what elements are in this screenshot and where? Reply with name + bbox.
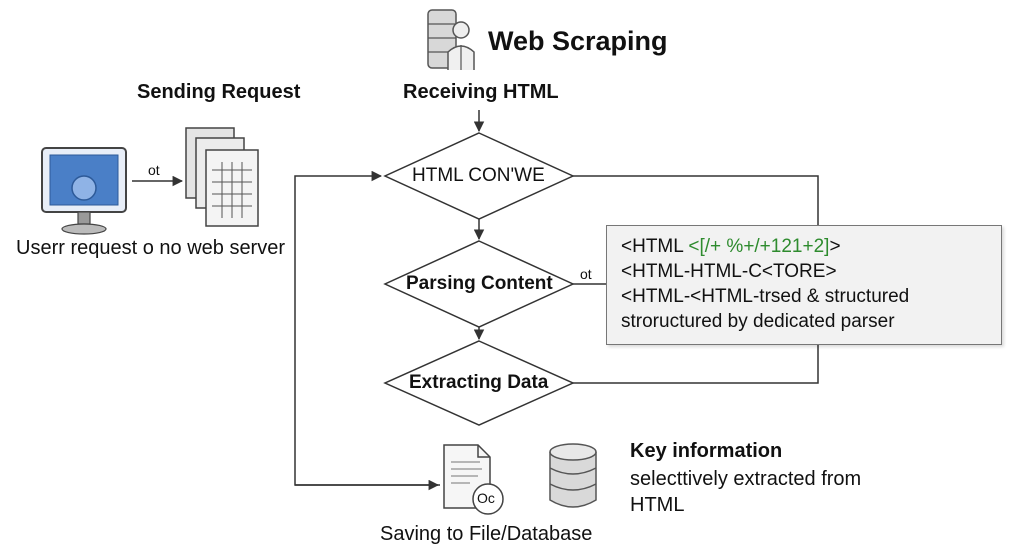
code-line-1-green: <[/+ %+/+121+2] — [688, 236, 830, 257]
database-icon — [549, 443, 597, 508]
document-icon-text: Oc — [477, 490, 495, 506]
node-extracting-label: Extracting Data — [409, 372, 549, 393]
node-parsing-label: Parsing Content — [406, 273, 553, 294]
server-rack-icon — [185, 127, 259, 227]
document-icon — [443, 444, 504, 515]
key-info-title: Key information — [630, 440, 783, 462]
code-line-1-prefix: <HTML — [621, 236, 689, 257]
monitor-icon — [41, 147, 127, 235]
server-person-icon — [427, 9, 475, 70]
arrow-tag-mid: ot — [580, 266, 592, 282]
node-extracting — [383, 340, 575, 426]
key-info-line-1: selecttively extracted from — [630, 468, 862, 490]
code-line-2: <HTML-HTML-C<TORE> — [621, 261, 837, 282]
label-sending-request: Sending Request — [137, 81, 301, 103]
label-user-request: Userr request o no web server — [16, 237, 286, 259]
right-line-bottom — [573, 343, 819, 384]
diagram-title: Web Scraping — [488, 26, 668, 56]
code-line-1-suffix: > — [829, 236, 841, 257]
code-panel: <HTML <[/+ %+/+121+2]> <HTML-HTML-C<TORE… — [606, 225, 1002, 345]
label-saving: Saving to File/Database — [380, 523, 593, 545]
code-line-1: <HTML <[/+ %+/+121+2]> — [621, 236, 841, 258]
loop-line — [294, 170, 440, 486]
code-line-3: <HTML-<HTML-trsed & structured — [621, 286, 910, 307]
label-receiving-html: Receiving HTML — [403, 81, 559, 103]
arrow-tag-left: ot — [148, 162, 160, 178]
right-line-top — [573, 175, 819, 225]
code-line-4: stroructured by dedicated parser — [621, 311, 895, 332]
key-info-line-2: HTML — [630, 494, 685, 516]
node-html-conwe-label: HTML CON'WE — [412, 165, 545, 186]
